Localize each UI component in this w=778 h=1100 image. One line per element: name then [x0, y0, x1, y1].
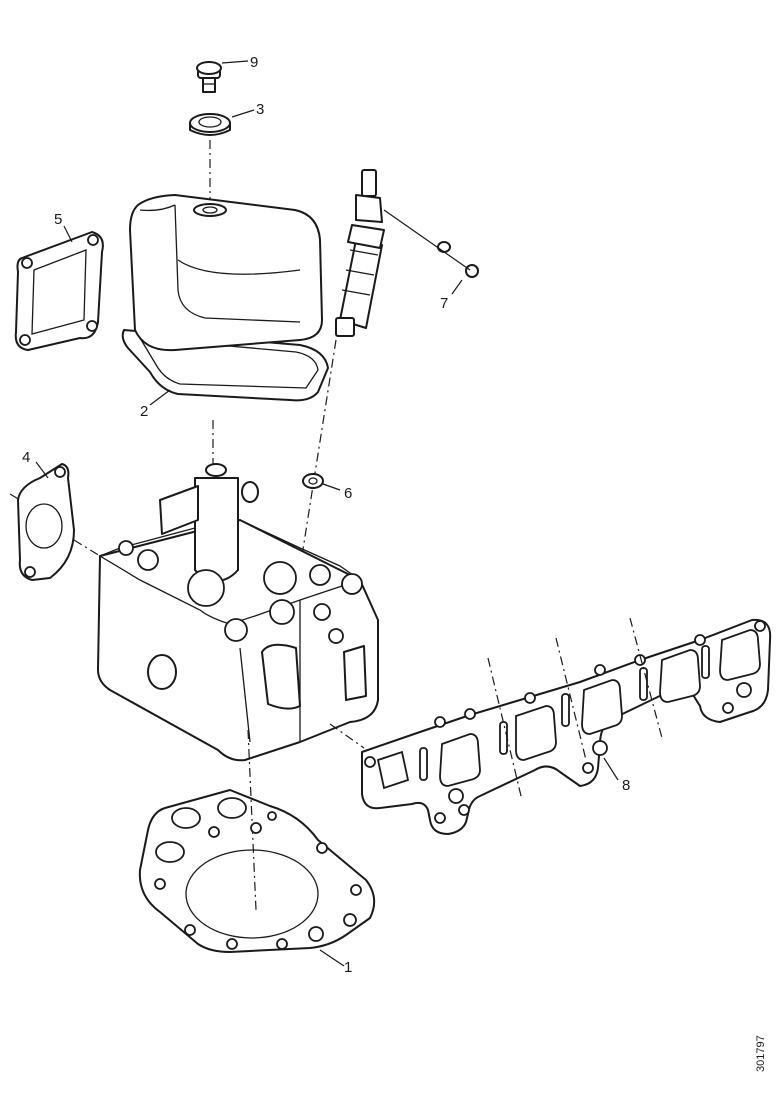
part-4-flange-gasket	[17, 463, 75, 581]
cylinder-head	[97, 463, 379, 762]
callout-9: 9	[250, 54, 258, 71]
figure-reference-number: 301797	[755, 1035, 767, 1072]
part-1-head-gasket	[138, 789, 376, 953]
part-5-cover-gasket	[14, 231, 104, 351]
callout-1: 1	[344, 959, 352, 976]
callout-2: 2	[140, 403, 148, 420]
callout-8: 8	[622, 777, 630, 794]
part-7-injector	[335, 169, 479, 337]
callout-7: 7	[440, 295, 448, 312]
callout-3: 3	[256, 101, 264, 118]
part-3-seal-ring	[189, 113, 231, 136]
part-8-manifold-gasket	[361, 618, 772, 835]
part-9-plug	[196, 61, 222, 93]
callout-4: 4	[22, 449, 30, 466]
callout-6: 6	[344, 485, 352, 502]
callout-5: 5	[54, 211, 62, 228]
part-2-rocker-cover	[121, 194, 329, 402]
part-6-washer	[302, 473, 324, 489]
